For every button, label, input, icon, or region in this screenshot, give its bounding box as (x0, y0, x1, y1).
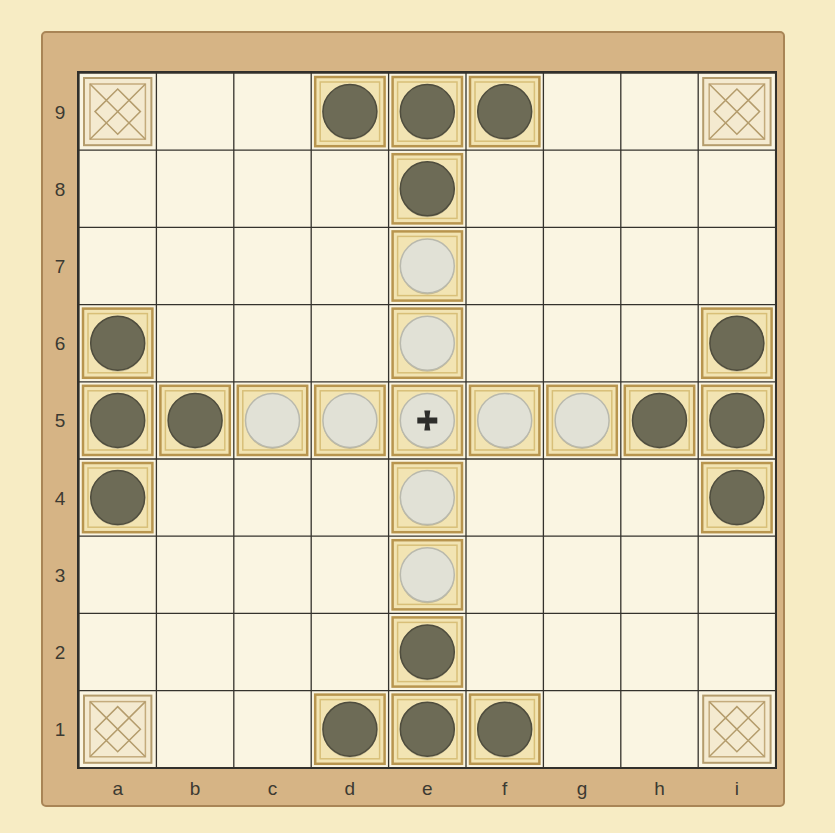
rank-label: 6 (55, 334, 66, 353)
dark-stone (400, 85, 454, 141)
corner-square (703, 696, 770, 763)
dark-stone (91, 316, 145, 372)
file-label: g (577, 779, 588, 798)
dark-stone (478, 85, 532, 141)
file-label: e (422, 779, 433, 798)
light-stone (246, 393, 300, 449)
piece-tile (625, 386, 694, 455)
board-surface (78, 72, 776, 768)
file-label: a (112, 779, 123, 798)
light-stone (323, 393, 377, 449)
piece-tile (83, 309, 152, 378)
piece-tile (393, 309, 462, 378)
piece-tile (393, 540, 462, 609)
grid-line (79, 381, 776, 382)
piece-tile (702, 463, 771, 532)
piece-tile (393, 154, 462, 223)
rank-label: 2 (55, 643, 66, 662)
piece-tile (393, 617, 462, 686)
rank-label: 5 (55, 411, 66, 430)
dark-stone (323, 702, 377, 758)
light-stone (400, 239, 454, 295)
piece-tile (470, 77, 539, 146)
dark-stone (168, 393, 222, 449)
file-label: i (735, 779, 739, 798)
file-label: d (345, 779, 356, 798)
grid-line (311, 73, 312, 768)
rank-label: 3 (55, 565, 66, 584)
king-stone (400, 393, 454, 449)
piece-tile (547, 386, 616, 455)
grid-line (620, 73, 621, 768)
grid-line (698, 73, 699, 768)
light-stone (555, 393, 609, 449)
dark-stone (633, 393, 687, 449)
file-label: f (502, 779, 507, 798)
grid-line (79, 458, 776, 459)
dark-stone (91, 471, 145, 526)
grid-line (79, 150, 776, 151)
piece-tile (393, 386, 462, 455)
grid-line (79, 613, 776, 614)
dark-stone (323, 85, 377, 141)
dark-stone (400, 702, 454, 758)
rank-label: 7 (55, 257, 66, 276)
rank-label: 1 (55, 720, 66, 739)
file-label: c (268, 779, 278, 798)
grid-line (79, 72, 776, 73)
light-stone (400, 471, 454, 526)
corner-square (84, 696, 151, 763)
dark-stone (710, 316, 764, 372)
king-cross (417, 410, 437, 430)
grid-line (79, 767, 776, 768)
dark-stone (478, 702, 532, 758)
file-label: b (190, 779, 201, 798)
piece-tile (315, 77, 384, 146)
dark-stone (400, 162, 454, 218)
piece-tile (238, 386, 307, 455)
piece-tile (315, 386, 384, 455)
piece-tile (83, 463, 152, 532)
piece-tile (315, 695, 384, 764)
corner-square (703, 78, 770, 145)
piece-tile (393, 695, 462, 764)
grid-line (233, 73, 234, 768)
piece-tile (702, 386, 771, 455)
rank-label: 9 (55, 102, 66, 121)
grid-line (78, 73, 79, 768)
grid-line (543, 73, 544, 768)
rank-label: 4 (55, 488, 66, 507)
dark-stone (91, 393, 145, 449)
piece-tile (160, 386, 229, 455)
grid-line (775, 73, 776, 768)
dark-stone (710, 471, 764, 526)
grid-line (388, 73, 389, 768)
dark-stone (710, 393, 764, 449)
grid-line (79, 227, 776, 228)
dark-stone (400, 625, 454, 681)
piece-tile (470, 386, 539, 455)
light-stone (400, 548, 454, 604)
corner-square (84, 78, 151, 145)
wooden-frame (42, 32, 784, 806)
piece-tile (393, 463, 462, 532)
grid-line (79, 690, 776, 691)
piece-tile (702, 309, 771, 378)
piece-tile (393, 77, 462, 146)
grid-line (156, 73, 157, 768)
grid-line (465, 73, 466, 768)
piece-tile (393, 231, 462, 300)
rank-label: 8 (55, 179, 66, 198)
grid-line (79, 536, 776, 537)
piece-tile (83, 386, 152, 455)
grid-line (79, 304, 776, 305)
piece-tile (470, 695, 539, 764)
light-stone (478, 393, 532, 449)
file-label: h (654, 779, 665, 798)
light-stone (400, 316, 454, 372)
